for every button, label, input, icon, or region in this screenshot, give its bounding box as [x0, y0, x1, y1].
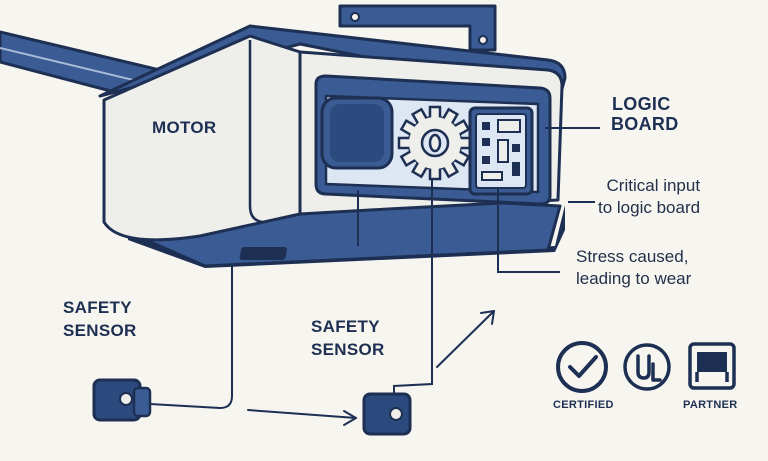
certified-badge-label: CERTIFIED — [553, 399, 614, 411]
critical-input-line1: Critical input — [606, 176, 701, 195]
ul-mark-icon — [623, 343, 671, 391]
stress-line2: leading to wear — [576, 269, 692, 289]
stress-label: Stress caused, leading to wear — [576, 246, 691, 290]
arrow-right — [247, 409, 357, 419]
stress-line1: Stress caused, — [576, 247, 689, 266]
partner-box-icon — [688, 342, 736, 390]
critical-input-line2: to logic board — [598, 198, 701, 218]
critical-input-label: Critical input to logic board — [598, 175, 700, 219]
arrow-up — [436, 310, 495, 368]
logic-board-label-line2: BOARD — [611, 114, 679, 135]
safety-sensor-mid — [362, 392, 412, 436]
sensor-wire-left — [149, 264, 233, 410]
logic-board-label-line1: LOGIC — [612, 94, 671, 114]
housing-vent — [239, 247, 287, 260]
safety-sensor-left — [92, 378, 152, 422]
safety-sensor-mid-label: SAFETY SENSOR — [311, 316, 385, 362]
safety-sensor-mid-line1: SAFETY — [311, 317, 380, 336]
gear-icon — [397, 105, 473, 181]
safety-sensor-left-line1: SAFETY — [63, 298, 132, 317]
motor-label: MOTOR — [152, 118, 217, 137]
arrows — [247, 310, 495, 426]
stress-pointer — [497, 188, 560, 273]
wires — [149, 127, 600, 410]
sensor-wire-mid — [393, 180, 433, 396]
safety-sensor-left-line2: SENSOR — [63, 320, 137, 340]
logic-board-label: LOGIC BOARD — [611, 94, 679, 134]
partner-badge-label: PARTNER — [683, 399, 738, 411]
mounting-bracket — [338, 4, 497, 52]
safety-sensor-mid-line2: SENSOR — [311, 339, 385, 359]
safety-sensor-left-label: SAFETY SENSOR — [63, 297, 137, 343]
circuit-board-icon — [468, 106, 534, 196]
checkmark-circle-icon — [556, 341, 608, 393]
